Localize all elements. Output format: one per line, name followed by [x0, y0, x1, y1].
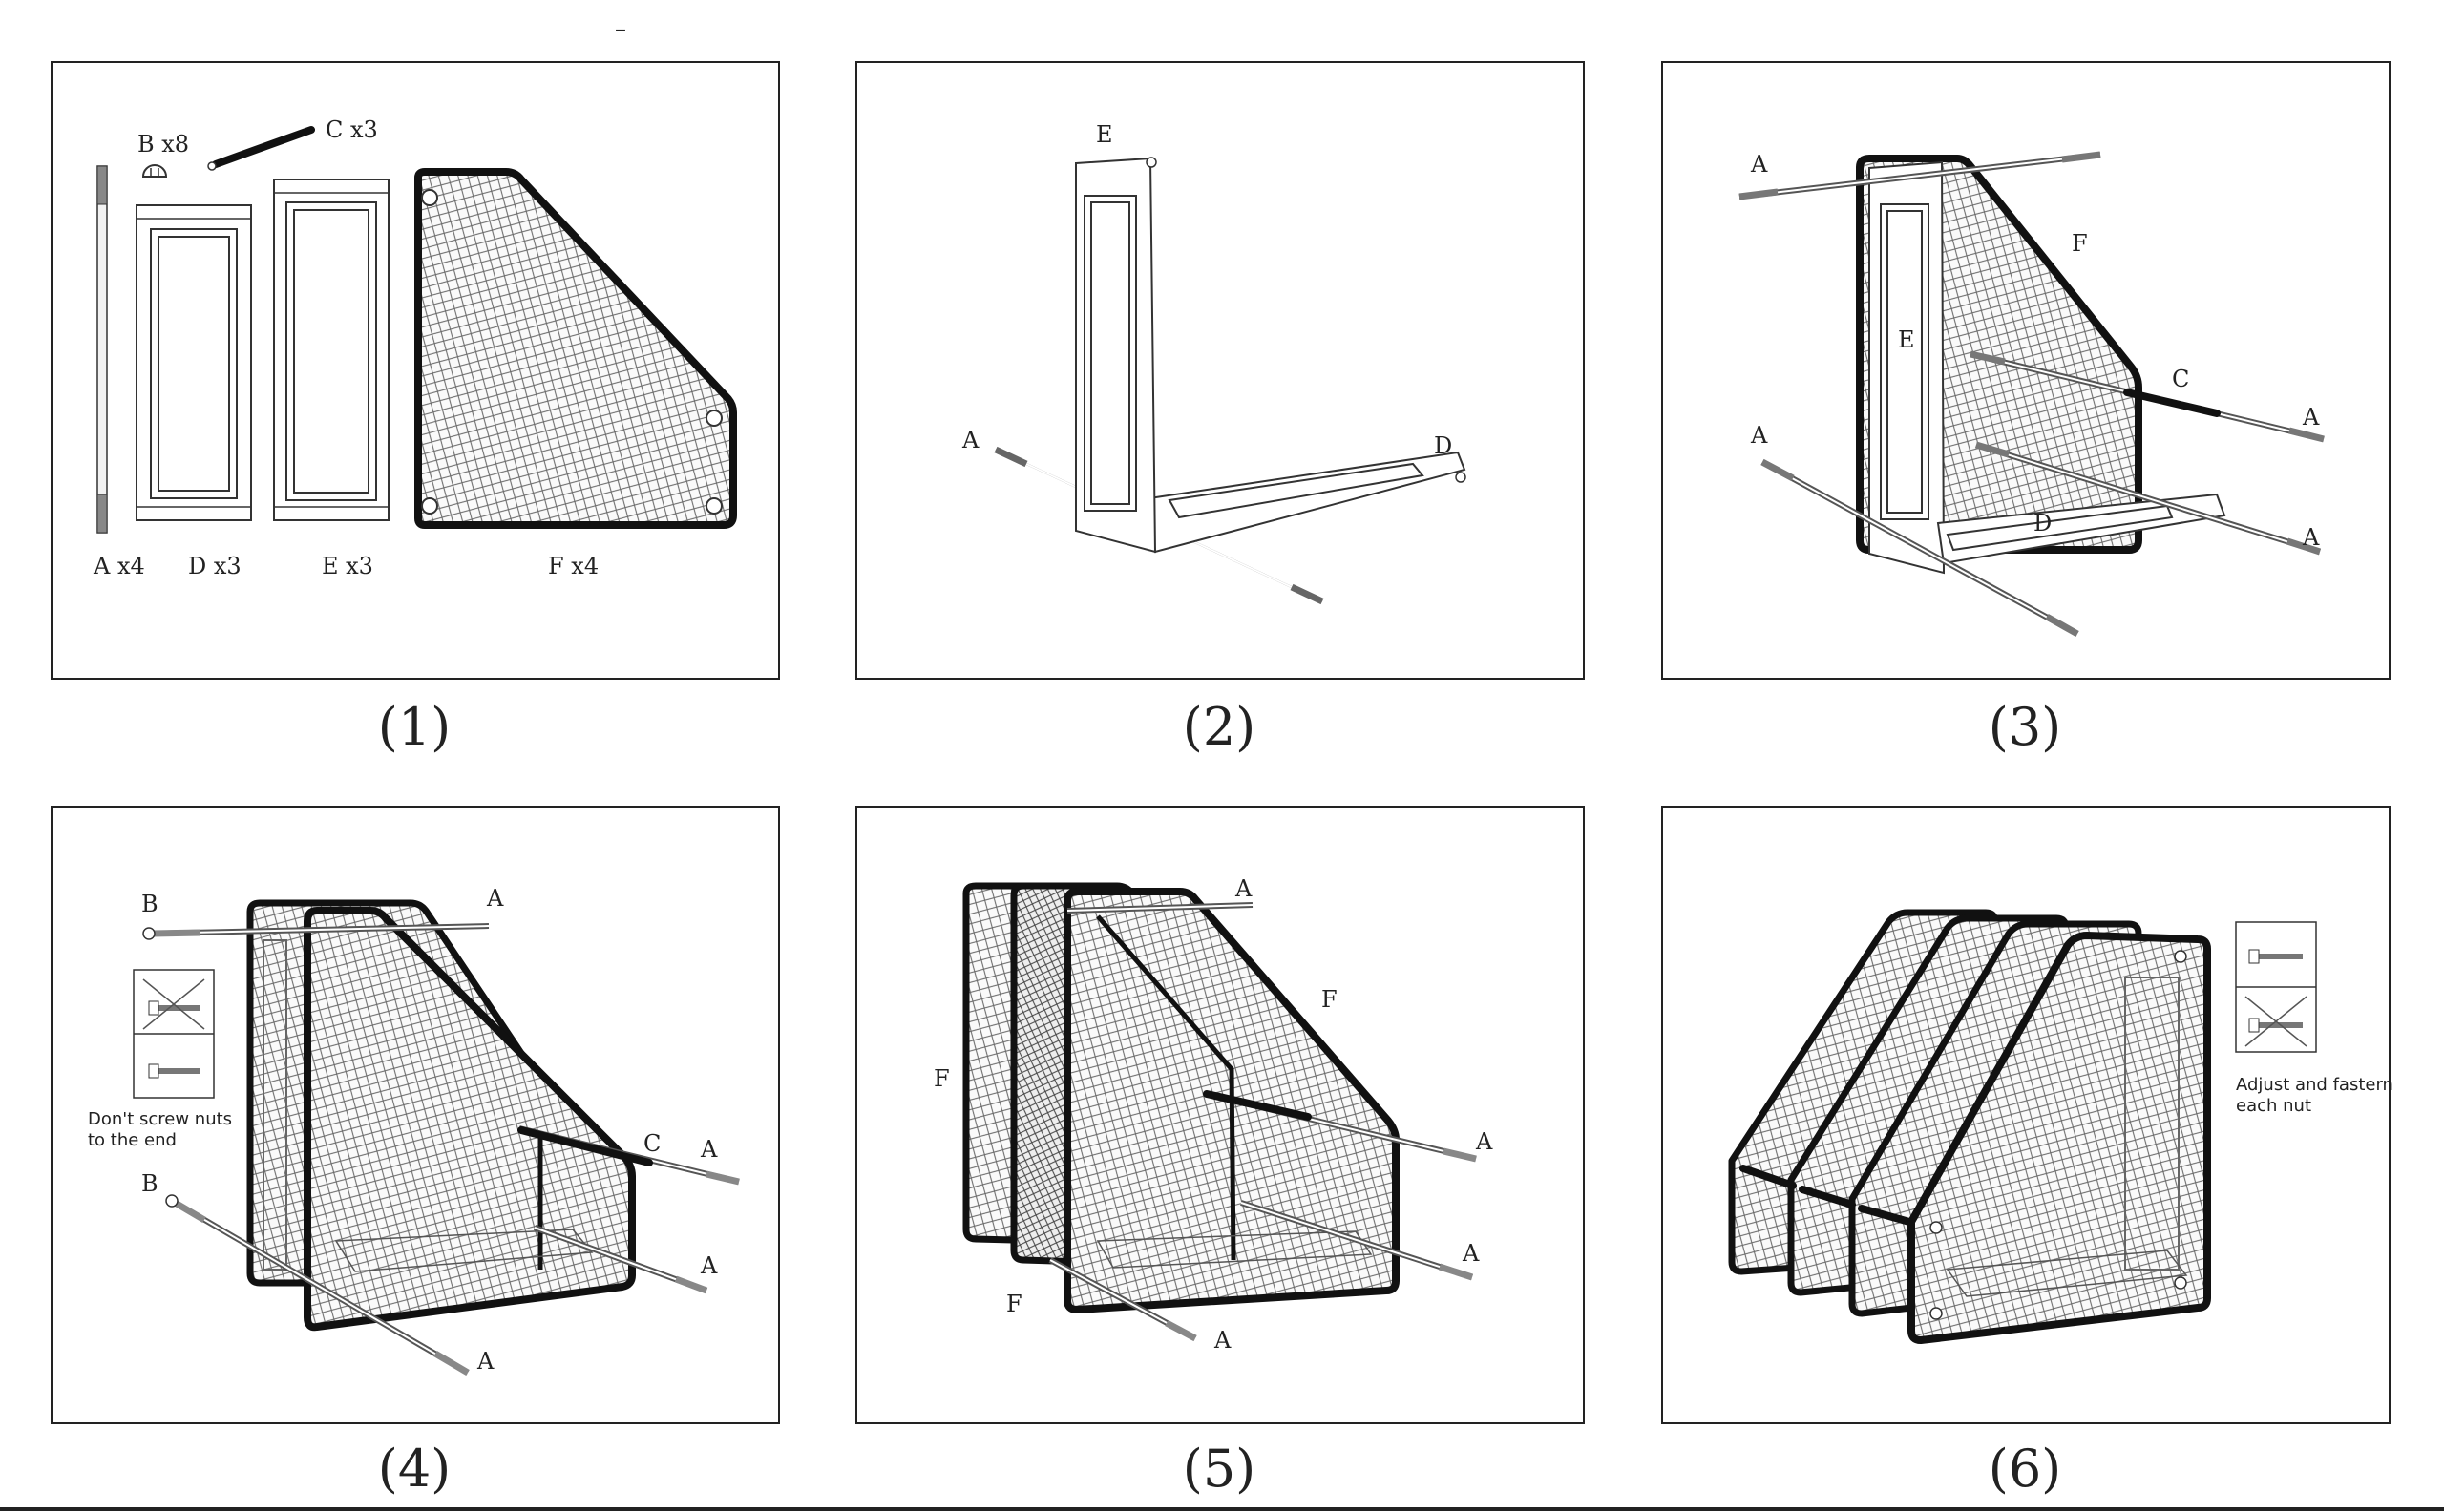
nut-instruction-box: [2235, 921, 2317, 1053]
part-b-label: B x8: [137, 131, 189, 158]
rod-a-bottom: [170, 1197, 470, 1376]
part-e-label: E x3: [322, 553, 373, 579]
note-line1: Adjust and fastern: [2236, 1075, 2393, 1095]
panel-6-caption: (6): [1989, 1438, 2062, 1499]
panel-e: [1075, 157, 1157, 554]
mesh-panel-front: [304, 907, 636, 1332]
panel-4-caption: (4): [378, 1438, 452, 1499]
label-a3: A: [1462, 1240, 1480, 1267]
label-c: C: [643, 1130, 661, 1157]
part-f-label: F x4: [548, 553, 599, 579]
panel-e: [1868, 160, 1946, 575]
panel-2-step: E A D (2): [855, 61, 1585, 757]
label-a1: A: [486, 885, 504, 912]
nut-instruction-box: [133, 969, 215, 1099]
panel-3-step: A F E C A A D A (3): [1661, 61, 2391, 757]
rod-a-bottom: [1760, 458, 2079, 638]
label-a3: A: [1750, 422, 1768, 449]
panel-4-step: Don't screw nuts to the end B A C A B A …: [51, 806, 780, 1499]
part-b-nut-icon: [141, 164, 168, 178]
label-b1: B: [141, 891, 158, 917]
panel-1-caption: (1): [378, 697, 452, 757]
part-a-rod: [96, 165, 108, 534]
label-a4: A: [476, 1348, 495, 1375]
panel-5-step: A F F A A F A (5): [855, 806, 1585, 1499]
part-c-bar: [207, 126, 315, 171]
label-a2: A: [2302, 404, 2320, 430]
mesh-panel-4: [1907, 932, 2211, 1344]
bar-c: [2123, 388, 2221, 417]
panel-3-caption: (3): [1989, 697, 2062, 757]
panel-d: [1936, 493, 2226, 565]
part-d-label: D x3: [188, 553, 242, 579]
panel-6-step: Adjust and fastern each nut (6): [1661, 806, 2393, 1499]
rod-a-lower: [1975, 441, 2322, 556]
label-a1: A: [1234, 875, 1253, 902]
bar-c: [1203, 1090, 1312, 1121]
rod-a-bottom: [1048, 1257, 1197, 1342]
label-d: D: [1434, 432, 1452, 459]
note-line2: to the end: [88, 1130, 177, 1150]
label-a4: A: [1213, 1327, 1232, 1354]
note-line1: Don't screw nuts: [88, 1109, 232, 1129]
panel-5-caption: (5): [1183, 1438, 1256, 1499]
label-f: F: [2072, 230, 2088, 257]
label-c: C: [2172, 366, 2189, 392]
rod-a-top: [1738, 151, 2101, 200]
part-e-panel: [273, 178, 390, 521]
panel-2-caption: (2): [1183, 697, 1256, 757]
label-a: A: [961, 427, 980, 453]
label-a2: A: [1475, 1128, 1493, 1155]
rod-a-top: [1066, 902, 1254, 914]
label-e: E: [1898, 326, 1915, 353]
label-f3: F: [1006, 1291, 1022, 1317]
part-d-panel: [136, 204, 252, 521]
part-f-mesh-panel: [414, 168, 737, 529]
rod-a-right-bottom: [1240, 1200, 1474, 1281]
label-a1: A: [1750, 151, 1768, 178]
label-e: E: [1096, 121, 1113, 148]
label-a2: A: [700, 1136, 718, 1163]
rod-a-right-bottom: [533, 1225, 708, 1294]
label-f1: F: [1321, 986, 1338, 1013]
panel-1-parts-list: B x8 C x3 A x4 D x3 E x3 F x4 (1): [51, 61, 780, 757]
label-a4: A: [2302, 524, 2320, 551]
label-b2: B: [141, 1170, 158, 1197]
bar-c: [517, 1126, 653, 1166]
part-c-label: C x3: [326, 116, 378, 143]
part-a-label: A x4: [93, 553, 145, 579]
note-line2: each nut: [2236, 1096, 2311, 1116]
panel-2-frame: [855, 61, 1585, 680]
rod-a-top: [144, 923, 490, 937]
label-d: D: [2033, 510, 2052, 536]
top-mark: –: [615, 15, 626, 42]
label-a3: A: [700, 1252, 718, 1279]
label-f2: F: [934, 1065, 950, 1092]
